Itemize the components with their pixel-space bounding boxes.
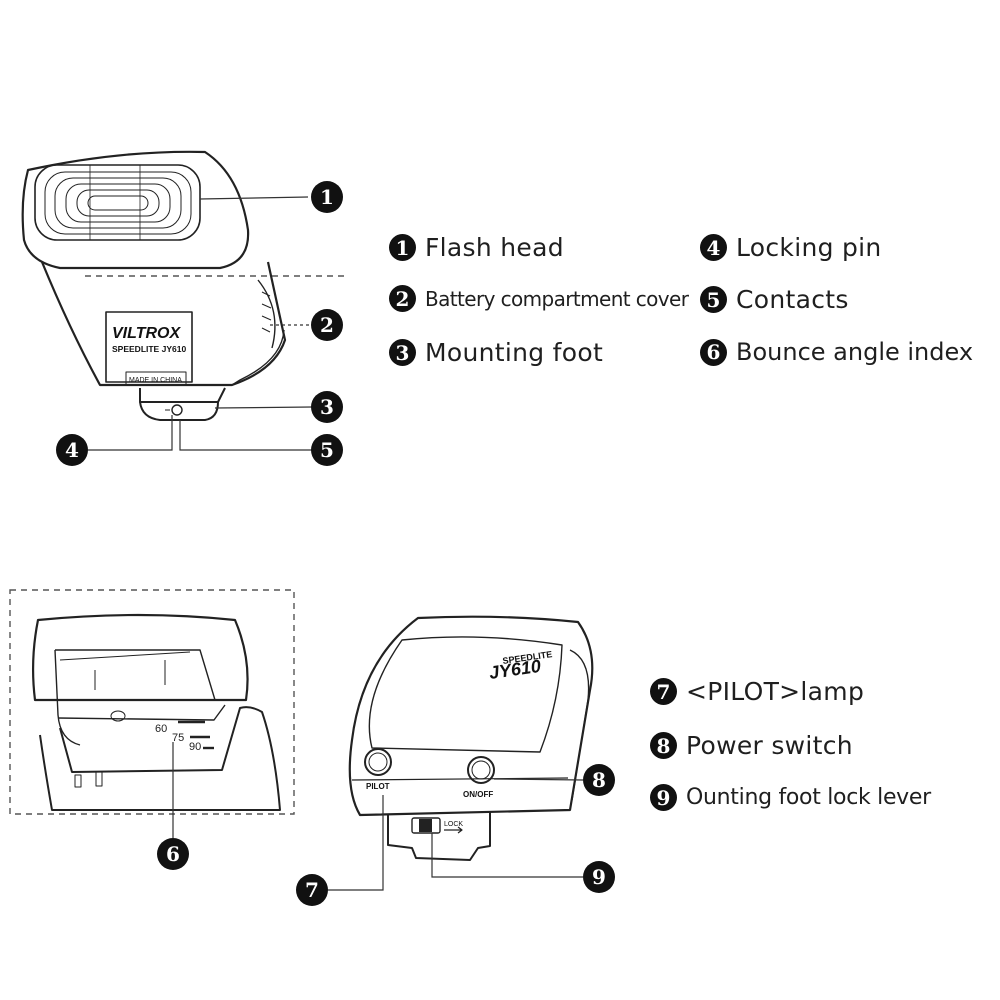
legend-item-1: 1 Flash head: [389, 233, 564, 262]
pilot-label: PILOT: [366, 782, 390, 791]
legend-item-6: 6 Bounce angle index: [700, 338, 973, 366]
front-flash-illustration: [21, 150, 287, 421]
legend-item-4: 4 Locking pin: [700, 233, 882, 262]
back-model-text: JY610: [488, 656, 542, 683]
callout-3-circle: [311, 391, 343, 423]
legend-badge-8: 8: [650, 732, 677, 759]
back-leader-lines: [328, 778, 584, 891]
legend-label-9: Ounting foot lock lever: [686, 785, 931, 810]
callout-9-circle: [583, 861, 615, 893]
legend-label-6: Bounce angle index: [736, 338, 974, 366]
callout-9-text: 9: [592, 865, 606, 889]
bounce-tick-75: 75: [172, 732, 184, 744]
callout-2-text: 2: [320, 313, 334, 337]
legend-item-5: 5 Contacts: [700, 285, 849, 314]
callout-5-text: 5: [320, 438, 334, 462]
legend-badge-3: 3: [389, 339, 416, 366]
legend-item-3: 3 Mounting foot: [389, 338, 603, 367]
legend-label-1: Flash head: [425, 233, 564, 262]
back-flash-illustration: [348, 615, 594, 861]
legend-item-7: 7 <PILOT>lamp: [650, 677, 864, 706]
onoff-label: ON/OFF: [463, 790, 493, 799]
callout-6-text: 6: [166, 842, 180, 866]
bounce-head-illustration: [32, 613, 281, 811]
legend-label-7: <PILOT>lamp: [686, 677, 865, 706]
legend-label-4: Locking pin: [736, 233, 882, 262]
front-model-text: SPEEDLITE JY610: [112, 344, 186, 354]
callout-1-circle: [311, 181, 343, 213]
callout-5-circle: [311, 434, 343, 466]
legend-badge-9: 9: [650, 784, 677, 811]
bounce-tick-90: 90: [189, 741, 201, 753]
callout-2-circle: [311, 309, 343, 341]
callout-6-circle: [157, 838, 189, 870]
bounce-tick-60: 60: [155, 723, 167, 735]
legend-item-9: 9 Ounting foot lock lever: [650, 784, 931, 811]
callout-3-text: 3: [320, 395, 334, 419]
legend-label-2: Battery compartment cover: [425, 286, 689, 311]
callout-7-text: 7: [305, 878, 319, 902]
callout-4-circle: [56, 434, 88, 466]
legend-item-8: 8 Power switch: [650, 731, 853, 760]
bounce-detail-frame: [9, 589, 295, 815]
legend-item-2: 2 Battery compartment cover: [389, 285, 689, 312]
callout-1-text: 1: [320, 185, 334, 209]
legend-label-3: Mounting foot: [425, 338, 604, 367]
legend-label-5: Contacts: [736, 285, 849, 314]
legend-badge-6: 6: [700, 338, 727, 366]
legend-badge-7: 7: [650, 678, 677, 705]
legend-badge-1: 1: [389, 234, 416, 261]
callout-7-circle: [296, 874, 328, 906]
legend-badge-2: 2: [389, 285, 416, 312]
legend-badge-4: 4: [700, 234, 727, 261]
legend-badge-5: 5: [700, 286, 727, 313]
callout-badges: 1 2 3 4 5 6 7 8 9: [56, 181, 615, 906]
lock-label: LOCK: [444, 821, 463, 828]
callout-8-circle: [583, 764, 615, 796]
callout-4-text: 4: [65, 438, 79, 462]
legend-label-8: Power switch: [686, 731, 853, 760]
front-leader-lines: [85, 196, 348, 451]
front-brand-text: VILTROX: [112, 325, 181, 342]
front-origin-text: MADE IN CHINA: [129, 377, 182, 384]
callout-8-text: 8: [592, 768, 606, 792]
